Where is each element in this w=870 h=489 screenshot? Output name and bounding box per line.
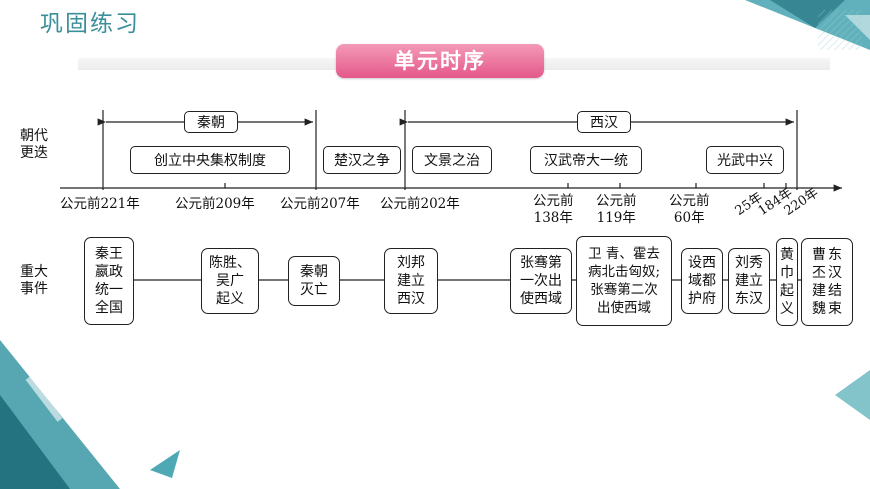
year-label: 公元前 119年 xyxy=(596,193,637,226)
year-label: 公元前221年 xyxy=(60,196,140,212)
period-box: 光武中兴 xyxy=(706,146,784,174)
dynasty-xihan: 西汉 xyxy=(577,111,631,133)
event-box: 设西 域都 护府 xyxy=(681,248,723,314)
year-label: 公元前209年 xyxy=(175,196,255,212)
banner: 单元时序 xyxy=(78,44,830,78)
period-box: 楚汉之争 xyxy=(323,146,401,174)
banner-title: 单元时序 xyxy=(336,44,544,78)
period-box: 文景之治 xyxy=(412,146,492,174)
year-label: 公元前202年 xyxy=(380,196,460,212)
year-label: 公元前207年 xyxy=(280,196,360,212)
event-box-vertical: 黄巾起义 xyxy=(776,238,798,326)
year-label: 公元前 138年 xyxy=(533,193,574,226)
event-text: 东汉结束 xyxy=(828,247,842,317)
event-box: 秦朝 灭亡 xyxy=(288,256,340,306)
event-text: 曹丕建魏 xyxy=(812,247,826,317)
event-box: 卫 青、霍去 病北击匈奴; 张骞第二次 出使西域 xyxy=(576,236,672,326)
event-text: 黄巾起义 xyxy=(780,247,794,317)
event-box: 刘秀 建立 东汉 xyxy=(728,248,770,314)
dynasty-row-label: 朝代 更迭 xyxy=(20,128,48,161)
period-box: 汉武帝大一统 xyxy=(530,146,642,174)
year-label: 公元前 60年 xyxy=(669,193,710,226)
events-row-label: 重大 事件 xyxy=(20,264,48,297)
dynasty-qin: 秦朝 xyxy=(184,111,238,133)
page-title: 巩固练习 xyxy=(40,11,140,37)
period-box: 创立中央集权制度 xyxy=(130,146,290,174)
event-box: 刘邦 建立 西汉 xyxy=(384,248,438,314)
event-box-vertical: 曹丕建魏 东汉结束 xyxy=(801,238,853,326)
event-box: 张骞第 一次出 使西域 xyxy=(510,248,572,314)
event-box: 秦王 嬴政 统一 全国 xyxy=(84,237,134,325)
event-box: 陈胜、 吴广 起义 xyxy=(201,248,259,314)
